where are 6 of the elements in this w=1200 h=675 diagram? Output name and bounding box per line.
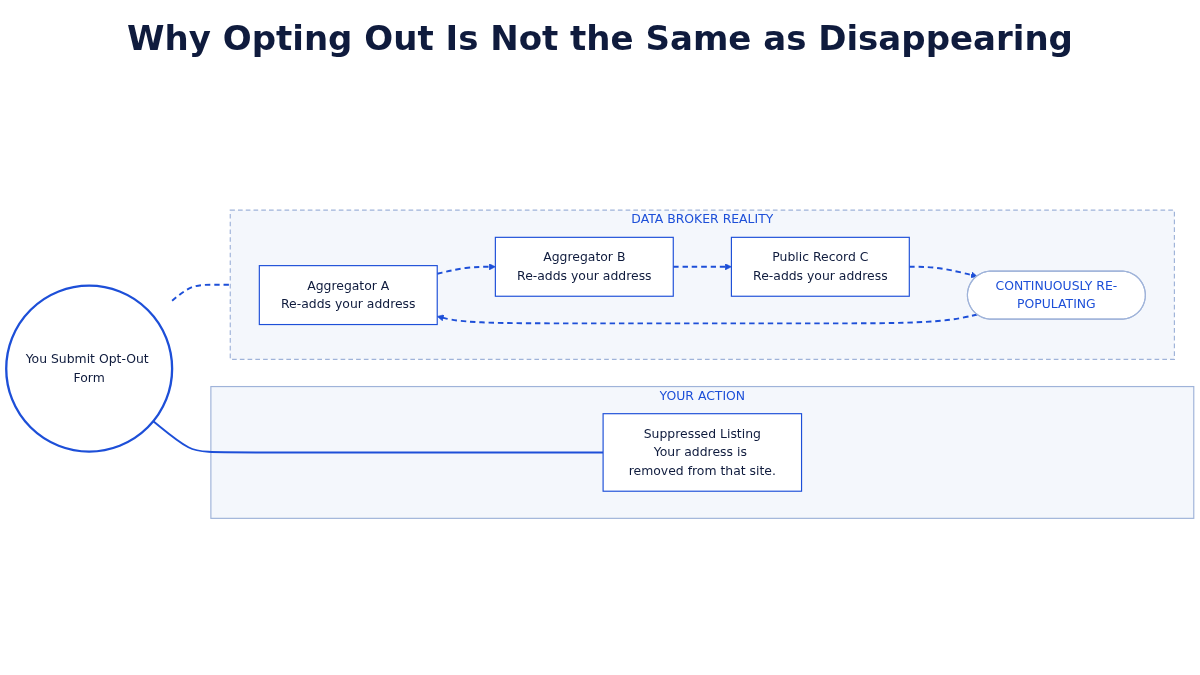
title: Why Opting Out Is Not the Same as Disappearing [126, 18, 1074, 58]
node-box: Aggregator A Re-adds your address [258, 264, 438, 325]
node-box: Suppressed Listing Your address is removed from that site. [602, 412, 803, 492]
node-circle: You Submit Opt-Out Form [5, 284, 174, 453]
node-box: Public Record C Re-adds your address [730, 236, 910, 297]
node-box: Aggregator B Re-adds your address [494, 236, 674, 297]
